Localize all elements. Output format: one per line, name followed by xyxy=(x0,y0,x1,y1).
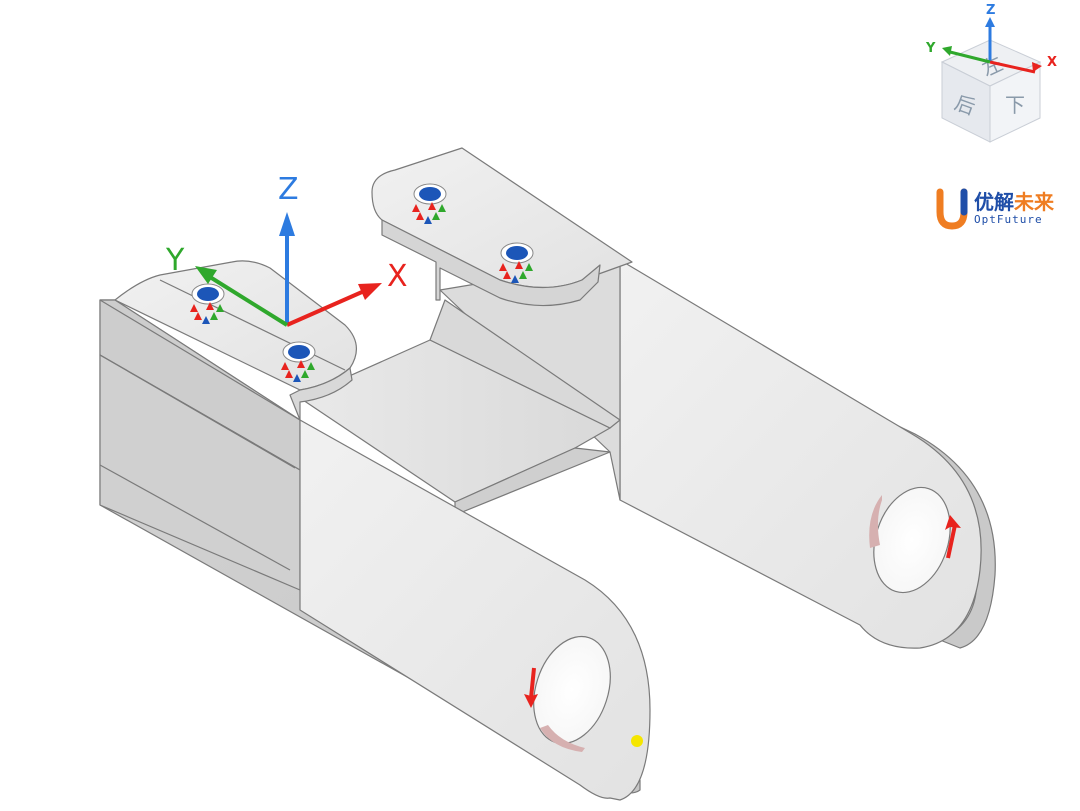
view-cube-x-label: X xyxy=(1047,55,1057,70)
constraint-marker xyxy=(216,304,224,312)
logo-name-en: OptFuture xyxy=(974,213,1043,226)
view-cube[interactable]: 左 下 后 Z X Y xyxy=(925,3,1057,143)
logo-u-icon xyxy=(936,188,968,230)
constraint-marker xyxy=(432,212,440,220)
constraint-marker xyxy=(424,216,432,224)
triad-z-label: Z xyxy=(278,172,299,207)
view-cube-y-label: Y xyxy=(925,41,936,56)
bracket-part[interactable] xyxy=(99,147,996,801)
constraint-marker xyxy=(519,271,527,279)
bolt-hole[interactable] xyxy=(412,183,447,224)
constraint-marker xyxy=(293,374,301,382)
near-arm-hole-wall xyxy=(540,725,585,752)
triad-y-label: Y xyxy=(165,243,185,278)
constraint-marker xyxy=(281,362,289,370)
constraint-marker xyxy=(285,370,293,378)
constraint-marker xyxy=(515,261,523,269)
bolt-hole[interactable] xyxy=(499,242,534,283)
slot-floor[interactable] xyxy=(299,339,611,503)
constraint-marker xyxy=(301,370,309,378)
triad-x-label: X xyxy=(387,259,408,294)
slot-chamfer[interactable] xyxy=(429,299,621,429)
constraint-marker xyxy=(438,204,446,212)
bolt-hole[interactable] xyxy=(190,283,225,324)
constraint-marker xyxy=(499,263,507,271)
edge-line xyxy=(99,354,296,469)
near-pad-front[interactable] xyxy=(289,367,353,421)
constraint-marker xyxy=(416,212,424,220)
load-arrow-far[interactable] xyxy=(945,515,961,559)
constraint-marker xyxy=(194,312,202,320)
optfuture-logo: 优解未来 OptFuture xyxy=(934,186,1074,236)
logo-name-part2: 未来 xyxy=(1014,190,1054,214)
bolt-hole[interactable] xyxy=(281,341,316,382)
constraint-marker xyxy=(525,263,533,271)
constraint-marker xyxy=(511,275,519,283)
logo-name-part1: 优解 xyxy=(974,190,1014,214)
constraint-marker xyxy=(503,271,511,279)
coordinate-triad: Z X Y xyxy=(165,172,408,327)
constraint-marker xyxy=(307,362,315,370)
constraint-marker xyxy=(428,202,436,210)
constraint-marker xyxy=(297,360,305,368)
far-arm-hole-wall xyxy=(869,495,882,548)
bolt-hole-group xyxy=(190,183,534,382)
constraint-marker xyxy=(210,312,218,320)
constraint-marker xyxy=(202,316,210,324)
edge-line xyxy=(99,464,291,571)
constraint-marker xyxy=(412,204,420,212)
constraint-marker xyxy=(206,302,214,310)
far-pad-front[interactable] xyxy=(381,219,601,307)
constraint-marker xyxy=(190,304,198,312)
view-cube-z-label: Z xyxy=(986,3,995,18)
load-arrow-near[interactable] xyxy=(524,667,538,708)
selection-point-marker[interactable] xyxy=(631,735,643,747)
view-cube-front-label: 下 xyxy=(1005,93,1025,117)
edge-line xyxy=(99,299,301,421)
logo-name-cn: 优解未来 xyxy=(974,186,1054,215)
far-arm-top-face[interactable] xyxy=(619,259,982,649)
